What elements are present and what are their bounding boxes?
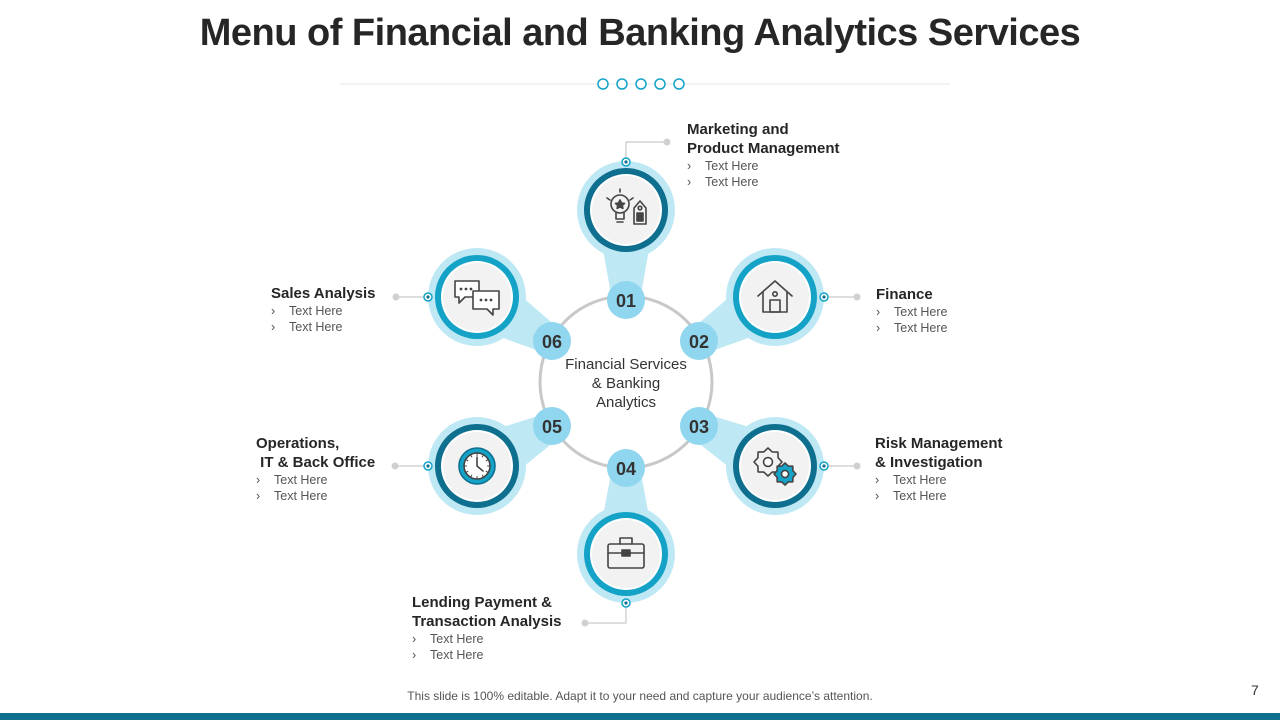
leader-line <box>625 141 667 162</box>
anchor-dot-core <box>426 295 430 299</box>
footer-note: This slide is 100% editable. Adapt it to… <box>407 689 873 703</box>
chevron-right-icon: › <box>875 489 880 503</box>
node-number: 02 <box>689 332 709 352</box>
node-heading: Operations, IT & Back Office <box>256 435 376 471</box>
node-label-04: Lending Payment & Transaction Analysis ›… <box>412 593 562 663</box>
clock-icon <box>458 447 496 485</box>
bullet-text: Text Here <box>430 648 484 662</box>
icon-disc <box>741 432 809 500</box>
bullet-text: Text Here <box>289 320 343 334</box>
briefcase-icon <box>607 537 645 569</box>
number-bubble <box>607 449 645 487</box>
chevron-right-icon: › <box>876 321 881 335</box>
gears-icon <box>753 447 797 486</box>
bullet-item: › Text Here <box>687 158 840 174</box>
bullet-item: › Text Here <box>412 631 562 647</box>
node-heading: Risk Management & Investigation <box>875 435 1003 471</box>
node-label-01: Marketing and Product Management › Text H… <box>687 120 840 190</box>
bullet-item: › Text Here <box>876 304 948 320</box>
bullet-item: › Text Here <box>687 174 840 190</box>
node-heading: Marketing and Product Management <box>687 121 840 157</box>
bullet-text: Text Here <box>289 304 343 318</box>
leader-end-dot <box>853 293 861 301</box>
bullet-text: Text Here <box>893 473 947 487</box>
chevron-right-icon: › <box>687 175 692 189</box>
node-heading: Lending Payment & Transaction Analysis <box>412 594 562 630</box>
leader-end-dot <box>581 619 589 627</box>
leader-end-dot <box>853 462 861 470</box>
bullet-item: › Text Here <box>256 488 375 504</box>
chevron-right-icon: › <box>876 305 881 319</box>
node-03: 03 <box>680 407 861 515</box>
node-number: 01 <box>616 291 636 311</box>
node-label-06: Sales Analysis › Text Here › Text Here <box>271 284 376 335</box>
slide-title: Menu of Financial and Banking Analytics … <box>199 12 1081 54</box>
node-label-02: Finance › Text Here › Text Here <box>876 285 948 336</box>
node-01: 01 <box>577 138 675 319</box>
node-label-03: Risk Management & Investigation › Text He… <box>875 434 1003 504</box>
anchor-dot-core <box>624 601 628 605</box>
anchor-dot-core <box>426 464 430 468</box>
chevron-right-icon: › <box>875 473 880 487</box>
number-bubble <box>680 322 718 360</box>
number-bubble <box>533 407 571 445</box>
bullet-item: › Text Here <box>412 647 562 663</box>
node-02: 02 <box>680 248 861 360</box>
leader-end-dot <box>391 462 399 470</box>
bullet-item: › Text Here <box>875 488 1003 504</box>
node-number: 03 <box>689 417 709 437</box>
house-icon <box>757 280 793 313</box>
node-number: 06 <box>542 332 562 352</box>
node-label-05: Operations, IT & Back Office ›Text Here … <box>256 434 375 504</box>
bottom-accent-bar <box>0 713 1280 720</box>
title-divider <box>340 78 950 90</box>
bullet-item: › Text Here <box>271 303 376 319</box>
bullet-item: › Text Here <box>876 320 948 336</box>
bullet-item: › Text Here <box>256 472 375 488</box>
lightbulb-tag-icon <box>606 188 647 225</box>
node-number: 05 <box>542 417 562 437</box>
bullet-text: Text Here <box>893 489 947 503</box>
bullet-text: Text Here <box>430 632 484 646</box>
leader-line <box>585 603 627 624</box>
leader-end-dot <box>392 293 400 301</box>
node-04: 04 <box>577 449 675 627</box>
bullet-text: Text Here <box>274 473 328 487</box>
number-bubble <box>680 407 718 445</box>
chevron-right-icon: › <box>687 159 692 173</box>
bullet-item: › Text Here <box>875 472 1003 488</box>
chevron-right-icon: › <box>256 473 261 487</box>
node-05: 05 <box>391 407 571 515</box>
page-number: 7 <box>1251 682 1259 698</box>
chevron-right-icon: › <box>271 304 276 318</box>
anchor-dot-core <box>624 160 628 164</box>
number-bubble <box>607 281 645 319</box>
bullet-text: Text Here <box>894 305 948 319</box>
bullet-item: › Text Here <box>271 319 376 335</box>
node-number: 04 <box>616 459 636 479</box>
chevron-right-icon: › <box>271 320 276 334</box>
node-heading: Sales Analysis <box>271 285 376 302</box>
anchor-dot-core <box>822 464 826 468</box>
chevron-right-icon: › <box>412 632 417 646</box>
bullet-text: Text Here <box>705 175 759 189</box>
bullet-text: Text Here <box>705 159 759 173</box>
chevron-right-icon: › <box>412 648 417 662</box>
anchor-dot-core <box>822 295 826 299</box>
leader-end-dot <box>663 138 671 146</box>
bullet-text: Text Here <box>894 321 948 335</box>
chat-bubbles-icon <box>454 280 500 316</box>
node-heading: Finance <box>876 286 933 303</box>
node-06: 06 <box>392 248 571 360</box>
bullet-text: Text Here <box>274 489 328 503</box>
number-bubble <box>533 322 571 360</box>
chevron-right-icon: › <box>256 489 261 503</box>
